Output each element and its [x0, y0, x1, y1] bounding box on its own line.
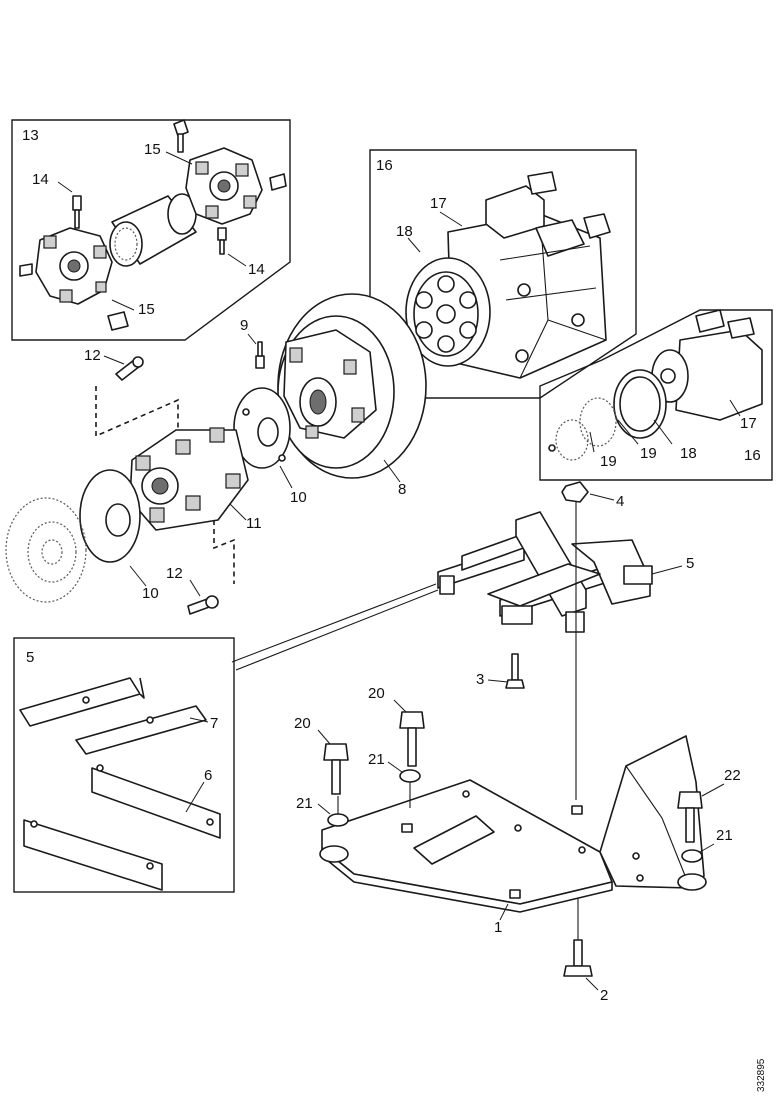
callout-21-a: 21 — [368, 751, 385, 768]
callout-11: 11 — [246, 515, 262, 532]
bolt-20-right — [393, 699, 425, 767]
callout-5-main: 5 — [686, 555, 695, 572]
bolt-9 — [255, 341, 265, 369]
bolt-12-lower — [187, 520, 235, 615]
callout-21-b: 21 — [296, 795, 313, 812]
callout-13: 13 — [22, 127, 39, 144]
coupling-right — [173, 119, 287, 255]
callout-19-a: 19 — [640, 445, 657, 462]
callout-21-c: 21 — [716, 827, 733, 844]
compressor-lower — [548, 309, 763, 461]
callout-4: 4 — [616, 493, 625, 510]
base-plate-1 — [319, 735, 707, 921]
callout-1: 1 — [494, 919, 503, 936]
callout-16-lower: 16 — [744, 447, 761, 464]
callout-20-left: 20 — [294, 715, 311, 732]
callout-12-lower: 12 — [166, 565, 183, 582]
bolt-2 — [563, 939, 599, 991]
bolt-22 — [677, 783, 725, 843]
bolt-3 — [487, 653, 525, 689]
disc-10-upper — [233, 387, 293, 489]
callout-22: 22 — [724, 767, 741, 784]
washer-21-right — [681, 843, 715, 863]
callout-18-lower: 18 — [680, 445, 697, 462]
callout-10-upper: 10 — [290, 489, 307, 506]
callout-5-box: 5 — [26, 649, 35, 666]
washer-21-left — [317, 796, 349, 827]
detail-frame-16-lower — [539, 309, 773, 481]
detail-frame-5 — [13, 637, 235, 893]
callout-14-left: 14 — [32, 171, 49, 188]
callout-8: 8 — [398, 481, 407, 498]
callout-16-box: 16 — [376, 157, 393, 174]
callout-7: 7 — [210, 715, 219, 732]
engine-flywheel — [5, 497, 87, 603]
coupling-11 — [129, 427, 249, 531]
callout-19-b: 19 — [600, 453, 617, 470]
callout-17-upper: 17 — [430, 195, 447, 212]
callout-12-upper: 12 — [84, 347, 101, 364]
callout-3: 3 — [476, 671, 485, 688]
callout-14-right: 14 — [248, 261, 265, 278]
bolt-12-upper — [95, 356, 179, 438]
callout-9: 9 — [240, 317, 249, 334]
callout-18-upper: 18 — [396, 223, 413, 240]
bolt-14-left — [72, 195, 82, 229]
washer-21-middle — [387, 761, 421, 808]
pulley-8 — [277, 293, 427, 483]
coupling-shaft — [109, 193, 197, 267]
disc-10-lower — [79, 469, 147, 587]
callout-17-lower: 17 — [740, 415, 757, 432]
bolt-20-left — [317, 729, 349, 795]
callout-15-bottom: 15 — [138, 301, 155, 318]
callout-20-right: 20 — [368, 685, 385, 702]
compressor-upper — [405, 171, 611, 379]
bracket-assembly-5 — [437, 511, 683, 633]
callout-2: 2 — [600, 987, 609, 1004]
coupling-left — [19, 227, 129, 331]
detail-frame-16-upper — [369, 149, 637, 399]
drawing-reference-number: 332895 — [756, 1058, 767, 1092]
callout-15-top: 15 — [144, 141, 161, 158]
callout-10-lower: 10 — [142, 585, 159, 602]
nut-4 — [561, 481, 615, 503]
detail-frame-13 — [11, 119, 291, 341]
callout-6: 6 — [204, 767, 213, 784]
